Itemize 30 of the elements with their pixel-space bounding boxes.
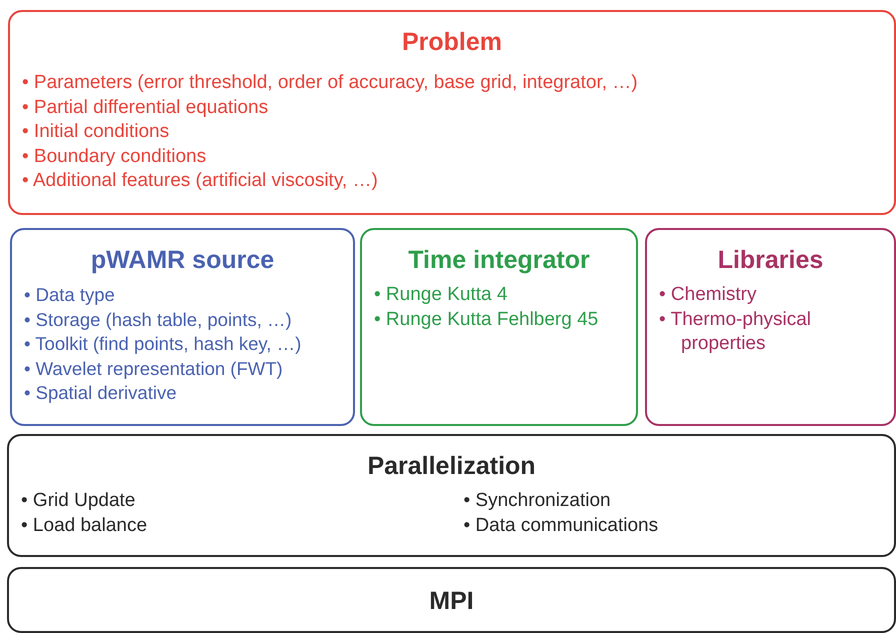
box-heading: MPI <box>429 587 474 616</box>
bullet-item: • Partial differential equations <box>22 96 270 120</box>
bullet-item: • Initial conditions <box>22 120 170 144</box>
layer-box <box>7 434 896 557</box>
bullet-item: • Runge Kutta 4 <box>374 283 508 307</box>
bullet-item: • Data communications <box>464 514 660 538</box>
layer-box <box>645 228 896 426</box>
box-heading: pWAMR source <box>90 246 274 275</box>
bullet-item: • Runge Kutta Fehlberg 45 <box>374 308 600 332</box>
bullet-item: • Storage (hash table, points, …) <box>24 308 293 332</box>
bullet-item: • Parameters (error threshold, order of accuracy, base grid, integrator, …) <box>22 71 639 95</box>
layer-box <box>7 567 896 633</box>
box-heading: Libraries <box>718 246 824 275</box>
box-heading: Time integrator <box>408 246 590 275</box>
box-heading: Parallelization <box>367 452 536 481</box>
bullet-item: • Toolkit (find points, hash key, …) <box>24 332 302 356</box>
bullet-item: • Additional features (artificial viscosity, …) <box>22 169 379 193</box>
bullet-item: • Data type <box>24 283 116 307</box>
bullet-item: • Boundary conditions <box>22 144 208 168</box>
bullet-item: • Chemistry <box>659 283 758 307</box>
bullet-item: • Thermo-physical properties <box>659 308 812 356</box>
layer-box <box>360 228 638 426</box>
bullet-item: • Synchronization <box>464 489 612 513</box>
bullet-item: • Spatial derivative <box>24 381 178 405</box>
layer-box <box>8 10 896 215</box>
layer-box <box>10 228 355 426</box>
bullet-item: • Load balance <box>21 514 148 538</box>
bullet-item: • Grid Update <box>21 489 136 513</box>
box-heading: Problem <box>402 28 502 57</box>
bullet-item: • Wavelet representation (FWT) <box>24 356 284 381</box>
